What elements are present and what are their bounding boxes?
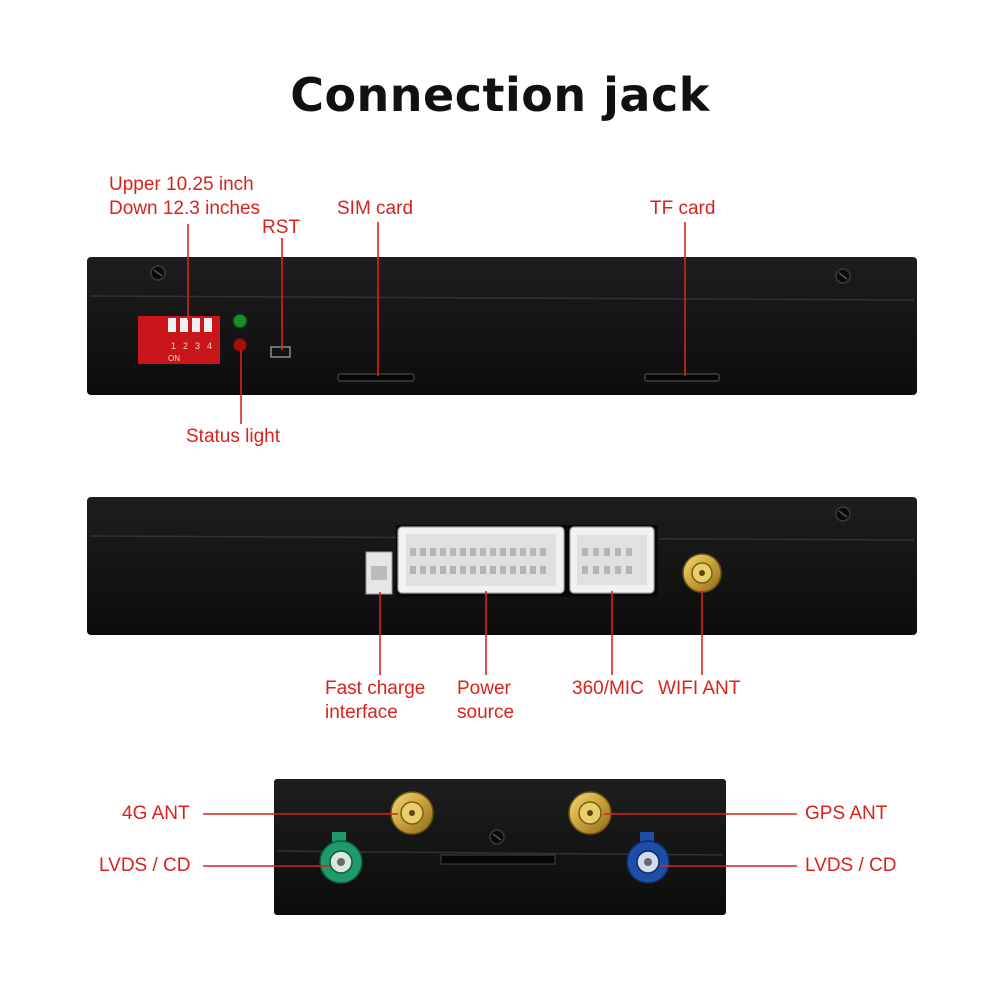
- screw-icon: [150, 265, 166, 281]
- dip-number-1: 1: [171, 341, 176, 351]
- leader-lines-top: [187, 222, 686, 424]
- red-led: [232, 337, 248, 353]
- dip-on-text: ON: [168, 354, 180, 363]
- sim-card-label: SIM card: [337, 198, 414, 219]
- power-source-label-line1: Power: [457, 678, 511, 699]
- 4g-ant-label: 4G ANT: [122, 803, 190, 824]
- rst-button: [270, 346, 291, 358]
- sim-card-slot: [337, 373, 415, 382]
- fast-charge-label-line1: Fast charge: [325, 678, 426, 699]
- power-source-label-line2: source: [457, 702, 515, 723]
- status-light-label: Status light: [186, 426, 280, 447]
- fast-charge-label-line2: interface: [325, 702, 398, 723]
- mic-360-label: 360/MIC: [572, 678, 644, 699]
- lvds-connector-right: [626, 832, 670, 884]
- leader-lines-middle: [379, 590, 703, 675]
- dip-switch-label-line2: Down 12.3 inches: [109, 198, 261, 219]
- tf-card-slot: [644, 373, 720, 382]
- dip-switch-label-line1: Upper 10.25 inch: [109, 174, 254, 195]
- gps-ant-label: GPS ANT: [805, 803, 888, 824]
- page-title: Connection jack: [290, 68, 710, 122]
- device-top-panel: 1 2 3 4 ON: [87, 257, 917, 395]
- device-middle-panel: [87, 497, 917, 635]
- fast-charge-connector: [365, 551, 393, 595]
- leader-lines-bottom: [203, 813, 797, 867]
- screw-icon: [835, 506, 851, 522]
- rst-label: RST: [262, 217, 300, 238]
- screw-icon: [489, 829, 505, 845]
- wifi-ant-label: WIFI ANT: [658, 678, 741, 699]
- gps-antenna-connector: [568, 791, 612, 835]
- lvds-connector-left: [319, 832, 363, 884]
- dip-number-2: 2: [183, 341, 188, 351]
- lvds-right-label: LVDS / CD: [805, 855, 897, 876]
- dip-switch: 1 2 3 4 ON: [138, 316, 220, 364]
- screw-icon: [835, 268, 851, 284]
- power-source-connector: [397, 526, 565, 594]
- device-bottom-panel: [274, 779, 726, 915]
- dip-number-3: 3: [195, 341, 200, 351]
- dip-number-4: 4: [207, 341, 212, 351]
- green-led: [232, 313, 248, 329]
- lvds-left-label: LVDS / CD: [99, 855, 191, 876]
- 4g-antenna-connector: [390, 791, 434, 835]
- tf-card-label: TF card: [650, 198, 716, 219]
- mic-360-connector: [569, 526, 655, 594]
- wifi-antenna-connector: [682, 553, 722, 593]
